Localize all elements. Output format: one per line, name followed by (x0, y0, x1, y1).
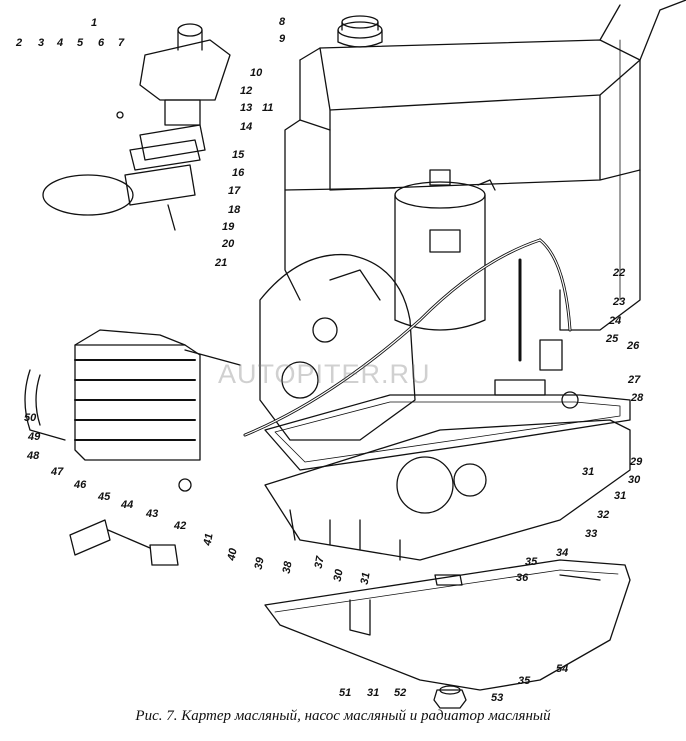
callout-46: 46 (74, 479, 87, 491)
callout-40: 40 (225, 547, 240, 562)
oil-cooler (24, 329, 241, 461)
callout-13: 13 (240, 102, 253, 114)
callout-53: 53 (491, 692, 504, 704)
callout-17: 17 (228, 185, 241, 197)
callout-31-lower: 31 (358, 571, 373, 586)
callout-29: 29 (630, 456, 643, 468)
callout-28: 28 (631, 392, 644, 404)
figure-caption: Рис. 7. Картер масляный, насос масляный … (135, 708, 551, 724)
callout-1: 1 (91, 17, 98, 29)
callout-44: 44 (121, 499, 134, 511)
callout-36: 36 (516, 572, 529, 584)
callout-8: 8 (279, 16, 286, 28)
callout-18: 18 (228, 204, 241, 216)
callout-20: 20 (222, 238, 235, 250)
oil-sump-lower (264, 559, 631, 691)
callout-27: 27 (628, 374, 641, 386)
callout-11: 11 (262, 102, 274, 114)
callout-47: 47 (51, 466, 64, 478)
callout-51: 51 (339, 687, 352, 699)
callout-21: 21 (215, 257, 228, 269)
callout-38: 38 (280, 560, 295, 575)
callout-6: 6 (98, 37, 105, 49)
cooler-tap (69, 478, 192, 566)
callout-32: 32 (597, 509, 610, 521)
callout-45: 45 (98, 491, 111, 503)
filler-cap (337, 15, 383, 48)
drain-plug (433, 574, 467, 709)
gasket-upper (264, 394, 631, 471)
callout-30: 30 (628, 474, 641, 486)
callout-35-bottom: 35 (518, 675, 531, 687)
callout-2: 2 (16, 37, 23, 49)
callout-3: 3 (38, 37, 45, 49)
callout-43: 43 (146, 508, 159, 520)
callout-49: 49 (28, 431, 41, 443)
oil-pump (42, 23, 231, 231)
callout-42: 42 (174, 520, 187, 532)
callout-12: 12 (240, 85, 253, 97)
callout-10: 10 (250, 67, 263, 79)
callout-34: 34 (556, 547, 569, 559)
callout-25: 25 (606, 333, 619, 345)
valve-fitting (494, 339, 579, 409)
callout-15: 15 (232, 149, 245, 161)
watermark: AUTOPITER.RU (218, 359, 431, 389)
callout-4: 4 (57, 37, 64, 49)
callout-23: 23 (613, 296, 626, 308)
callout-14: 14 (240, 121, 253, 133)
callout-48: 48 (27, 450, 40, 462)
callout-24: 24 (609, 315, 622, 327)
callout-26: 26 (627, 340, 640, 352)
callout-39: 39 (252, 556, 267, 571)
callout-9: 9 (279, 33, 286, 45)
callout-30-lower: 30 (331, 568, 346, 583)
oil-sump-upper (264, 419, 631, 561)
callout-5: 5 (77, 37, 84, 49)
callout-16: 16 (232, 167, 245, 179)
oil-filter (394, 169, 496, 331)
callout-7: 7 (118, 37, 125, 49)
callout-35: 35 (525, 556, 538, 568)
callout-41: 41 (201, 532, 216, 547)
callout-33: 33 (585, 528, 598, 540)
callout-31-bottom: 31 (367, 687, 380, 699)
callout-50: 50 (24, 412, 37, 424)
timing-cover (259, 253, 416, 441)
pipe-inner (244, 239, 571, 436)
callout-54: 54 (556, 663, 569, 675)
callout-19: 19 (222, 221, 235, 233)
callout-22: 22 (613, 267, 626, 279)
callout-31: 31 (614, 490, 627, 502)
callout-37: 37 (312, 555, 327, 570)
callout-31-right: 31 (582, 466, 595, 478)
callout-52: 52 (394, 687, 407, 699)
